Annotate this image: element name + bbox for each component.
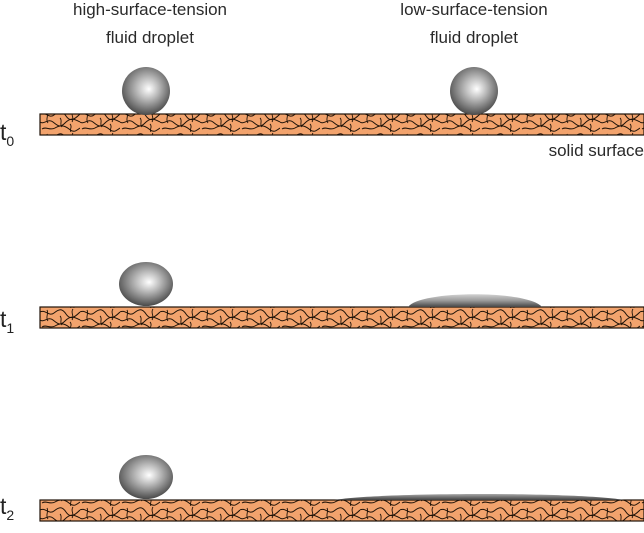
low-tension-label-line2: fluid droplet [430, 28, 518, 47]
high-tension-droplet-t0 [122, 67, 170, 115]
low-tension-droplet-t1 [408, 294, 542, 307]
high-tension-droplet-t2 [119, 455, 173, 499]
low-tension-droplet-t2 [334, 494, 624, 500]
low-tension-droplet-t0 [450, 67, 498, 115]
high-tension-droplet-t1 [119, 262, 173, 306]
solid-surface-label: solid surface [549, 141, 644, 160]
high-tension-label-line2: fluid droplet [106, 28, 194, 47]
time-label-t1: t1 [0, 306, 14, 336]
solid-surface-t2 [39, 499, 644, 522]
high-tension-label-line1: high-surface-tension [73, 0, 227, 19]
solid-surface-t0 [39, 113, 644, 136]
solid-surface-t1 [39, 306, 644, 329]
low-tension-label-line1: low-surface-tension [400, 0, 547, 19]
time-label-t0: t0 [0, 119, 14, 149]
time-label-t2: t2 [0, 493, 14, 523]
